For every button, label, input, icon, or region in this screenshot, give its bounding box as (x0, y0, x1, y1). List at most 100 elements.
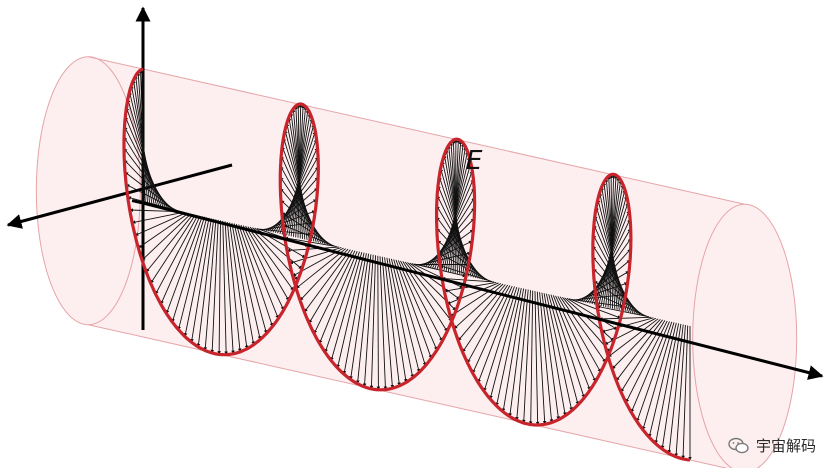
field-vector-arrow (130, 85, 155, 206)
field-vector-arrow (217, 220, 221, 355)
field-vector-arrow (231, 222, 255, 346)
propagation-axis-start (131, 199, 144, 205)
field-vector-arrow (376, 255, 381, 391)
field-vectors (123, 68, 692, 461)
field-vector-arrow (436, 228, 486, 281)
field-vector-arrow (472, 285, 513, 374)
field-vector-arrow (543, 293, 567, 416)
field-vector-arrow (210, 219, 219, 354)
watermark: 宇宙解码 (728, 435, 816, 456)
field-vector-arrow (319, 251, 358, 344)
field-vector-arrow (642, 322, 675, 431)
field-vector-arrow (441, 160, 470, 277)
field-vector-arrow (522, 290, 531, 424)
field-vector-arrow (593, 268, 643, 316)
field-vector-arrow (324, 251, 360, 353)
field-vector-arrow (483, 286, 518, 392)
field-label-e: E (466, 146, 483, 176)
field-vector-arrow (233, 223, 262, 340)
cylinder-envelope (35, 56, 798, 468)
field-vector-arrow (245, 225, 290, 301)
field-vector-arrow (141, 213, 192, 261)
front-axes (142, 201, 824, 380)
field-vector-arrow (495, 288, 522, 407)
field-vector-arrow (674, 324, 686, 458)
field-vector-arrow (566, 297, 618, 330)
field-vector-arrow (620, 320, 666, 393)
field-vector-arrow (304, 249, 351, 313)
field-vector-arrow (280, 199, 331, 246)
field-vector-arrow (145, 214, 194, 273)
field-vector-arrow (508, 289, 527, 417)
field-vector-arrow (299, 248, 349, 301)
watermark-text: 宇宙解码 (755, 437, 816, 455)
field-vector-arrow (138, 212, 189, 249)
field-vector-arrow (155, 215, 199, 295)
field-vector-arrow (247, 226, 294, 291)
field-vector-arrow (611, 318, 661, 370)
field-vector-arrow (342, 253, 367, 375)
field-vector-arrow (598, 316, 652, 321)
field-vector-arrow (196, 218, 215, 348)
field-vector-arrow (569, 298, 622, 319)
field-vector-arrow (489, 287, 520, 400)
field-vector-arrow (462, 284, 509, 353)
helix-curve (122, 67, 691, 462)
field-vector-arrow (171, 216, 205, 323)
field-vector-arrow (552, 295, 591, 391)
field-vector-arrow (190, 218, 212, 343)
cylinder-body (36, 56, 797, 468)
field-vector-arrow (400, 260, 443, 342)
field-vector-arrow (443, 154, 468, 276)
field-vector-arrow (534, 291, 540, 426)
field-vector-arrow (362, 254, 374, 388)
field-vector-arrow (222, 220, 228, 356)
field-vector-arrow (595, 293, 647, 317)
field-vector-arrow (165, 216, 203, 314)
cylinder-bottom-edge (88, 324, 728, 468)
field-vector-arrow (134, 212, 187, 236)
field-vector-arrow (242, 225, 285, 311)
field-vector-arrow (402, 261, 448, 332)
field-vector-arrow (660, 323, 682, 450)
field-vector-arrow (636, 321, 673, 422)
field-vector-arrow (379, 256, 388, 390)
field-vector-arrow (596, 198, 627, 312)
field-vector-arrow (501, 288, 525, 413)
field-vector-arrow (607, 318, 659, 358)
field-vector-arrow (550, 294, 585, 399)
field-vector-arrow (125, 184, 178, 212)
field-vector-arrow (600, 186, 623, 311)
field-vector-arrow (573, 293, 627, 301)
field-vector-arrow (226, 221, 242, 353)
field-vector-arrow (369, 255, 376, 390)
wechat-icon (728, 437, 749, 453)
field-vector-arrow (386, 257, 408, 383)
field-vector-arrow (437, 240, 488, 281)
field-vector-arrow (397, 260, 438, 351)
field-vector-arrow (539, 292, 554, 423)
field-vector-arrow (313, 250, 356, 334)
field-vector-arrow (131, 211, 185, 224)
field-vector-arrow (545, 293, 573, 411)
field-vector-arrow (281, 212, 333, 246)
field-vector-arrow (160, 215, 201, 305)
field-vector-arrow (183, 217, 210, 337)
field-vector-arrow (667, 324, 684, 454)
field-vector-arrow (336, 252, 365, 369)
field-vector-arrow (356, 254, 372, 385)
field-vector-arrow (381, 256, 395, 389)
horizontal-axis (6, 163, 233, 229)
field-vector-arrow (349, 253, 370, 380)
field-vector-arrow (126, 98, 160, 207)
cylinder-front-cap (692, 203, 798, 468)
field-vector-arrow (132, 79, 153, 206)
field-vector-arrow (238, 224, 274, 327)
field-vector-arrow (654, 323, 680, 444)
field-vector-arrow (240, 224, 279, 319)
field-vector-arrow (150, 214, 196, 284)
field-vector-arrow (390, 258, 421, 373)
field-vector-arrow (598, 192, 625, 312)
